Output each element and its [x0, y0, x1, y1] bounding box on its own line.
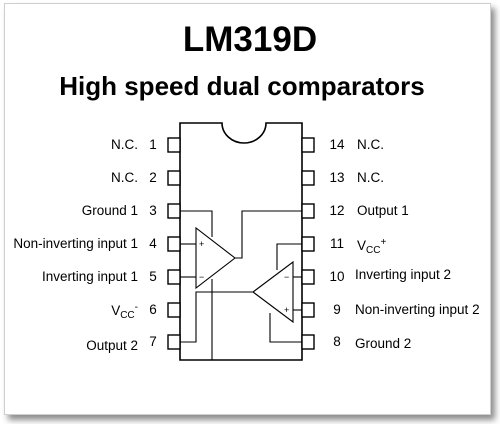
pin-10-number: 10 — [329, 269, 345, 284]
pin-1-label: N.C. — [111, 137, 138, 152]
pin-10-label: Inverting input 2 — [355, 267, 452, 282]
pin-4-number: 4 — [149, 236, 157, 251]
pin-12-label: Output 1 — [357, 203, 409, 218]
pin-6-label: VCC- — [111, 302, 138, 321]
pin-8-tab — [301, 334, 315, 350]
pin-7-number: 7 — [149, 334, 157, 349]
pin-2-label: N.C. — [111, 170, 138, 185]
pin-6-tab — [167, 302, 181, 318]
comparator-2-minus-sign: − — [284, 272, 290, 282]
pin-3-number: 3 — [149, 203, 157, 218]
pin-1-tab — [167, 137, 181, 153]
pin-8-label: Ground 2 — [355, 336, 412, 351]
pin-13-tab — [301, 170, 315, 186]
chip-title: LM319D — [182, 20, 318, 59]
pin-1-number: 1 — [149, 137, 157, 152]
pin-7-tab — [167, 334, 181, 350]
pin-6-number: 6 — [149, 302, 157, 317]
pin-5-tab — [167, 269, 181, 285]
chip-body — [179, 122, 303, 361]
pin-12-tab — [301, 203, 315, 219]
pin-11-label: VCC+ — [357, 237, 387, 256]
diagram-frame — [4, 3, 491, 415]
comparator-2 — [252, 260, 294, 324]
pin-2-number: 2 — [149, 170, 157, 185]
pin-3-label: Ground 1 — [81, 203, 138, 218]
left-pin-tabs — [167, 137, 181, 350]
pin-11-tab — [301, 236, 315, 252]
pin-4-label: Non-inverting input 1 — [13, 236, 138, 251]
pin-8-number: 8 — [333, 334, 341, 349]
pin-4-tab — [167, 236, 181, 252]
pin-13-number: 13 — [329, 170, 345, 185]
pin-14-number: 14 — [329, 137, 345, 152]
right-pin-tabs — [301, 137, 315, 350]
pin-13-label: N.C. — [357, 170, 384, 185]
comparator-1-minus-sign: − — [199, 272, 205, 282]
pin-14-label: N.C. — [357, 137, 384, 152]
pin-3-tab — [167, 203, 181, 219]
pin-9-tab — [301, 302, 315, 318]
pin-9-label: Non-inverting input 2 — [355, 302, 480, 317]
comparator-2-plus-sign: + — [284, 305, 290, 315]
pin-7-label: Output 2 — [86, 338, 138, 353]
pin-2-tab — [167, 170, 181, 186]
comparator-1-wires — [180, 210, 302, 360]
comparator-1-plus-sign: + — [199, 239, 205, 249]
comparator-2-wires — [180, 243, 302, 343]
pin-10-tab — [301, 269, 315, 285]
pin-9-number: 9 — [333, 302, 341, 317]
pin-5-label: Inverting input 1 — [41, 269, 138, 284]
comparator-1 — [195, 226, 236, 290]
chip-subtitle: High speed dual comparators — [59, 71, 425, 101]
pin-14-tab — [301, 137, 315, 153]
pin-11-number: 11 — [329, 236, 344, 251]
pin-5-number: 5 — [149, 269, 157, 284]
pin-12-number: 12 — [329, 203, 345, 218]
